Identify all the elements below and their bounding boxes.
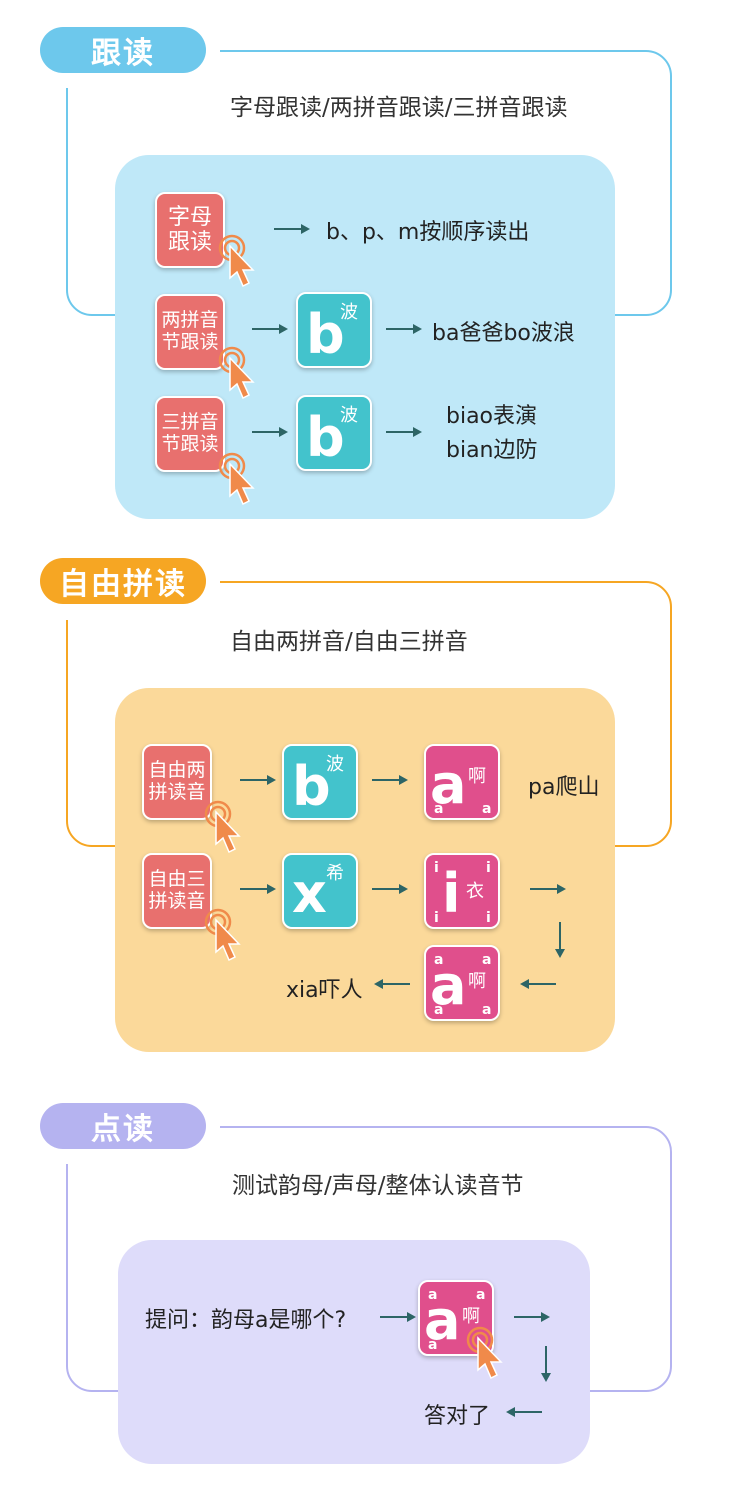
two-syllable-follow-button[interactable]: 两拼音 节跟读: [155, 294, 225, 370]
arrow-left-icon: [506, 1407, 542, 1417]
consonant-card-b[interactable]: b 波: [296, 292, 372, 368]
consonant-card-b[interactable]: b 波: [282, 744, 358, 820]
vowel-card-a[interactable]: a 啊 a a a a: [424, 945, 500, 1021]
free-two-spelling-button[interactable]: 自由两 拼读音: [142, 744, 212, 820]
vowel-card-i[interactable]: i 衣 i i i i: [424, 853, 500, 929]
three-syllable-result-1: biao表演: [446, 404, 538, 429]
vowel-card-a[interactable]: a 啊 a a: [424, 744, 500, 820]
arrow-right-icon: [372, 884, 408, 894]
arrow-right-icon: [240, 775, 276, 785]
two-syllable-result: ba爸爸bo波浪: [432, 321, 575, 346]
section-subtitle-follow: 字母跟读/两拼音跟读/三拼音跟读: [230, 95, 568, 121]
section-title-free: 自由拼读: [40, 558, 206, 604]
letter-follow-button[interactable]: 字母 跟读: [155, 192, 225, 268]
point-question: 提问：韵母a是哪个?: [145, 1308, 347, 1333]
free-three-result: xia吓人: [286, 978, 363, 1003]
hand-cursor-icon: [218, 346, 255, 400]
hand-cursor-icon: [204, 908, 241, 962]
three-syllable-result-2: bian边防: [446, 438, 538, 463]
arrow-right-icon: [252, 427, 288, 437]
section-subtitle-free: 自由两拼音/自由三拼音: [230, 629, 468, 655]
consonant-card-x[interactable]: x 希: [282, 853, 358, 929]
arrow-right-icon: [386, 324, 422, 334]
arrow-right-icon: [372, 775, 408, 785]
section-title-follow: 跟读: [40, 27, 206, 73]
point-result: 答对了: [424, 1404, 491, 1429]
arrow-right-icon: [274, 224, 310, 234]
arrow-right-icon: [240, 884, 276, 894]
arrow-right-icon: [514, 1312, 550, 1322]
arrow-down-icon: [555, 922, 565, 958]
three-syllable-follow-button[interactable]: 三拼音 节跟读: [155, 396, 225, 472]
hand-cursor-icon: [218, 234, 255, 288]
letter-follow-result: b、p、m按顺序读出: [326, 220, 530, 245]
section-subtitle-point: 测试韵母/声母/整体认读音节: [232, 1173, 524, 1199]
arrow-right-icon: [380, 1312, 416, 1322]
arrow-left-icon: [374, 979, 410, 989]
free-two-result: pa爬山: [528, 775, 600, 800]
arrow-right-icon: [252, 324, 288, 334]
free-three-spelling-button[interactable]: 自由三 拼读音: [142, 853, 212, 929]
arrow-left-icon: [520, 979, 556, 989]
section-title-point: 点读: [40, 1103, 206, 1149]
arrow-right-icon: [386, 427, 422, 437]
consonant-card-b[interactable]: b 波: [296, 395, 372, 471]
arrow-down-icon: [541, 1346, 551, 1382]
hand-cursor-icon: [218, 452, 255, 506]
arrow-right-icon: [530, 884, 566, 894]
point-panel: [118, 1240, 590, 1464]
hand-cursor-icon: [204, 800, 241, 854]
hand-cursor-icon: [466, 1326, 503, 1380]
